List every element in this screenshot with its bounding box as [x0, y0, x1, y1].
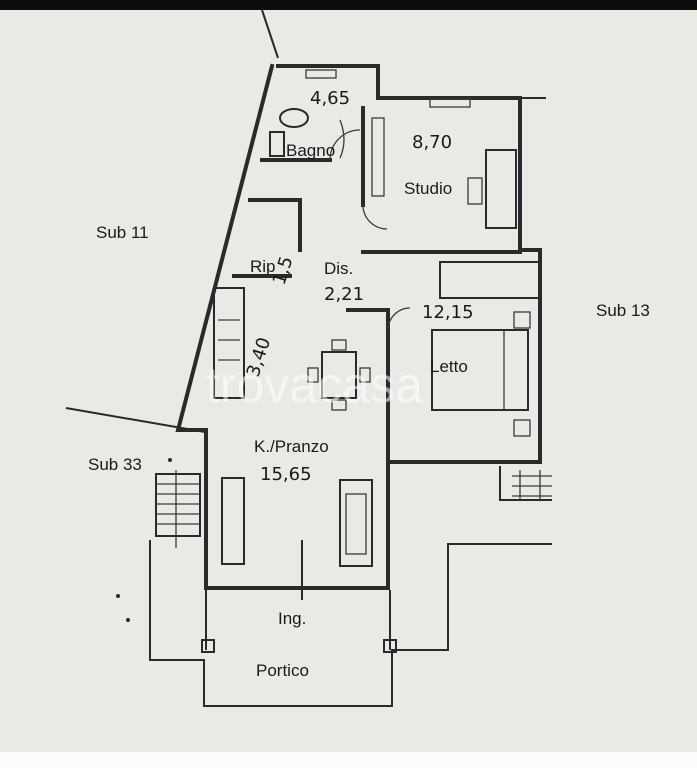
wall-letto-wardrobe — [439, 261, 541, 299]
portico-pillar-right — [383, 639, 397, 653]
door-swing-letto — [387, 307, 411, 331]
wall-rip — [248, 198, 302, 252]
label-ingresso: Ing. — [278, 609, 306, 628]
bedside-table-bottom — [513, 419, 531, 437]
window-studio — [429, 98, 471, 108]
drawing-dot — [168, 458, 172, 462]
bottom-band — [0, 752, 697, 768]
boundary-line-north — [261, 9, 279, 59]
label-sub11: Sub 11 — [96, 223, 149, 242]
stairs-right — [499, 466, 552, 501]
label-kpranzo: K./Pranzo — [254, 437, 329, 456]
label-dis: Dis. — [324, 259, 353, 278]
door-swing-bagno — [329, 129, 361, 161]
portico-pillar-left — [201, 639, 215, 653]
area-studio: 8,70 — [412, 132, 452, 153]
floor-plan-paper — [0, 10, 697, 752]
area-kpranzo: 15,65 — [260, 464, 312, 485]
dining-chair-top — [331, 339, 347, 351]
sink-fixture — [269, 131, 285, 157]
shower-fixture — [339, 119, 345, 159]
kitchen-counter — [213, 287, 245, 399]
area-dis: 2,21 — [324, 284, 364, 305]
bed — [431, 329, 529, 411]
dining-chair-bottom — [331, 399, 347, 411]
label-portico: Portico — [256, 661, 309, 680]
door-swing-studio — [362, 204, 388, 230]
sofa — [339, 479, 373, 567]
window-bagno — [305, 69, 337, 79]
kitchen-hob — [218, 319, 240, 361]
dining-table — [321, 351, 357, 399]
label-sub13: Sub 13 — [596, 301, 650, 320]
top-dark-band — [0, 0, 697, 10]
portico-outline — [149, 540, 552, 707]
label-letto: Letto — [430, 357, 468, 376]
sofa-seat — [345, 493, 367, 555]
studio-desk — [485, 149, 517, 229]
area-letto: 12,15 — [422, 302, 474, 323]
dining-chair-left — [307, 367, 319, 383]
drawing-dot — [116, 594, 120, 598]
stairs-left — [155, 470, 201, 548]
studio-shelf — [371, 117, 385, 197]
watermark-logo: trovacasa — [206, 357, 423, 413]
dining-chair-right — [359, 367, 371, 383]
studio-chair — [467, 177, 483, 205]
label-sub33: Sub 33 — [88, 455, 142, 474]
drawing-dot — [126, 618, 130, 622]
side-cabinet — [221, 477, 245, 565]
area-bagno: 4,65 — [310, 88, 350, 109]
wc-fixture — [279, 108, 309, 128]
label-bagno: Bagno — [286, 141, 335, 160]
label-rip: Rip — [250, 257, 276, 276]
outer-wall — [175, 63, 542, 590]
label-studio: Studio — [404, 179, 452, 198]
bedside-table-top — [513, 311, 531, 329]
